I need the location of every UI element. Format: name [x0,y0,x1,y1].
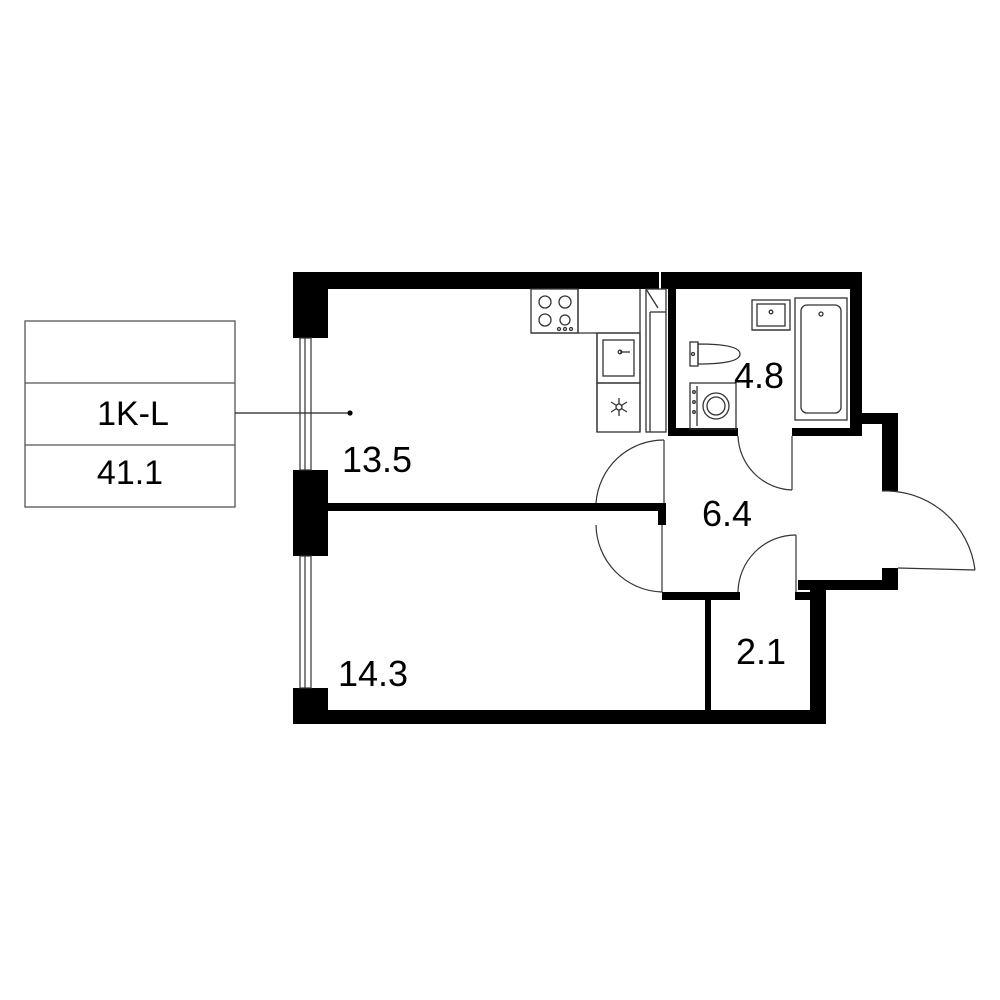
room-area-bathroom: 4.8 [734,355,784,396]
wall-storage-top-right [795,592,826,600]
wall-storage-left [705,592,711,722]
door-entrance-leaf [897,567,976,571]
wall-right-bath [850,272,862,430]
bathtub-icon [794,297,848,421]
apartment-type-label: 1K-L [97,395,169,433]
door-entrance-swing [881,490,976,571]
windows [299,337,312,689]
wall-left-upper [293,272,328,338]
shaft-line-3 [645,288,659,309]
walls [293,272,898,724]
wall-lower-right [810,580,826,724]
door-storage-swing [737,534,797,593]
room-area-living: 13.5 [342,439,412,480]
fridge-icon [596,382,641,433]
room-area-bedroom: 14.3 [338,653,408,694]
room-area-storage: 2.1 [736,631,786,672]
wall-entry-top [850,413,898,424]
wall-bath-bottom-2 [792,428,862,436]
kitchen-fixtures [530,288,667,433]
wall-bottom [293,710,826,724]
door-living-swing [595,439,665,504]
bathtub-inner [800,304,842,414]
room-area-hall: 6.4 [702,493,752,534]
legend-pointer-dot [347,410,353,416]
stove-knob-3 [568,326,574,332]
wall-left-middle [293,470,328,556]
bath-sink-drain [768,309,774,315]
wall-top [293,272,862,289]
stove-burner-4 [559,314,571,326]
bathroom-fixtures [689,297,848,430]
bath-sink-basin [756,303,786,327]
door-bedroom-swing [595,524,663,593]
washing-machine-icon [689,382,737,430]
stove-knob-2 [562,326,568,332]
stove-burner-1 [538,295,552,309]
wall-entry-right [882,413,898,491]
total-area-label: 41.1 [97,454,163,492]
wall-bath-bottom [668,428,738,436]
stove-knob-1 [556,326,562,332]
kitchen-sink-basin [602,339,635,377]
stove-burner-2 [558,295,572,309]
toilet-icon [689,341,741,367]
stove-icon [530,288,579,334]
legend-box: 1K-L 41.1 [24,320,353,508]
doors [595,435,976,593]
wall-partition [328,503,666,511]
bathtub-drain [818,311,824,317]
legend-frame [24,320,236,508]
fan-icon [610,398,628,416]
wall-storage-top [662,592,740,600]
wall-entry-bottom [798,580,898,590]
wall-bath-left [668,289,676,436]
ventilation-shaft [645,288,667,433]
door-bathroom-swing [737,435,793,491]
wall-partition-end [658,503,666,525]
stove-burner-3 [538,313,552,327]
